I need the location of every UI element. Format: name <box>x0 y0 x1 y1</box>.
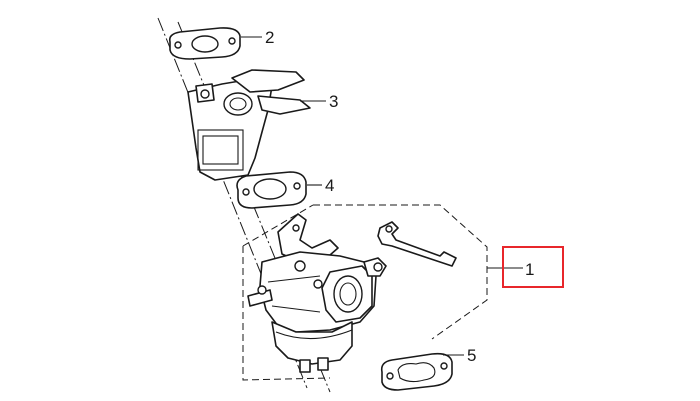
part-2-gasket <box>168 27 241 60</box>
assembly-box <box>242 204 488 381</box>
callout-2: 2 <box>265 28 274 47</box>
part-3-insulator <box>187 69 311 181</box>
callout-3: 3 <box>329 92 338 111</box>
part-1-carburetor <box>247 213 457 373</box>
callout-4: 4 <box>325 176 334 195</box>
callout-5: 5 <box>467 346 476 365</box>
part-5-gasket <box>380 352 453 391</box>
part-4-gasket <box>236 171 307 209</box>
callout-1-highlight-box <box>502 246 564 288</box>
callout-1: 1 <box>525 260 534 279</box>
